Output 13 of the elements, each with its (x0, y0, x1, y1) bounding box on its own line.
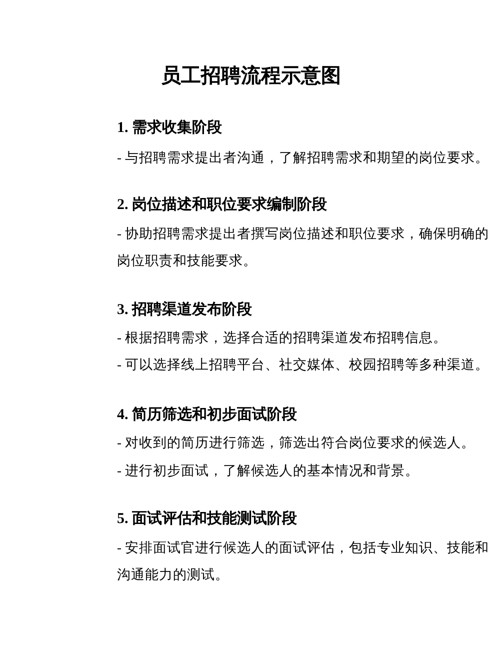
section-heading: 3. 招聘渠道发布阶段 (117, 300, 252, 319)
bullet-text: - 进行初步面试，了解候选人的基本情况和背景。 (117, 462, 420, 480)
bullet-text: - 可以选择线上招聘平台、社交媒体、校园招聘等多种渠道。 (117, 356, 490, 374)
section-heading: 5. 面试评估和技能测试阶段 (117, 509, 297, 528)
bullet-text: - 与招聘需求提出者沟通，了解招聘需求和期望的岗位要求。 (117, 149, 490, 167)
bullet-text: - 安排面试官进行候选人的面试评估，包括专业知识、技能和沟通能力的测试。 (117, 539, 490, 584)
bullet-text: - 根据招聘需求，选择合适的招聘渠道发布招聘信息。 (117, 329, 448, 347)
section-heading: 4. 简历筛选和初步面试阶段 (117, 405, 297, 424)
section-heading: 1. 需求收集阶段 (117, 118, 222, 137)
bullet-text: - 协助招聘需求提出者撰写岗位描述和职位要求，确保明确的岗位职责和技能要求。 (117, 225, 490, 270)
bullet-text: - 对收到的简历进行筛选，筛选出符合岗位要求的候选人。 (117, 434, 476, 452)
section-heading: 2. 岗位描述和职位要求编制阶段 (117, 195, 327, 214)
title: 员工招聘流程示意图 (160, 64, 342, 89)
